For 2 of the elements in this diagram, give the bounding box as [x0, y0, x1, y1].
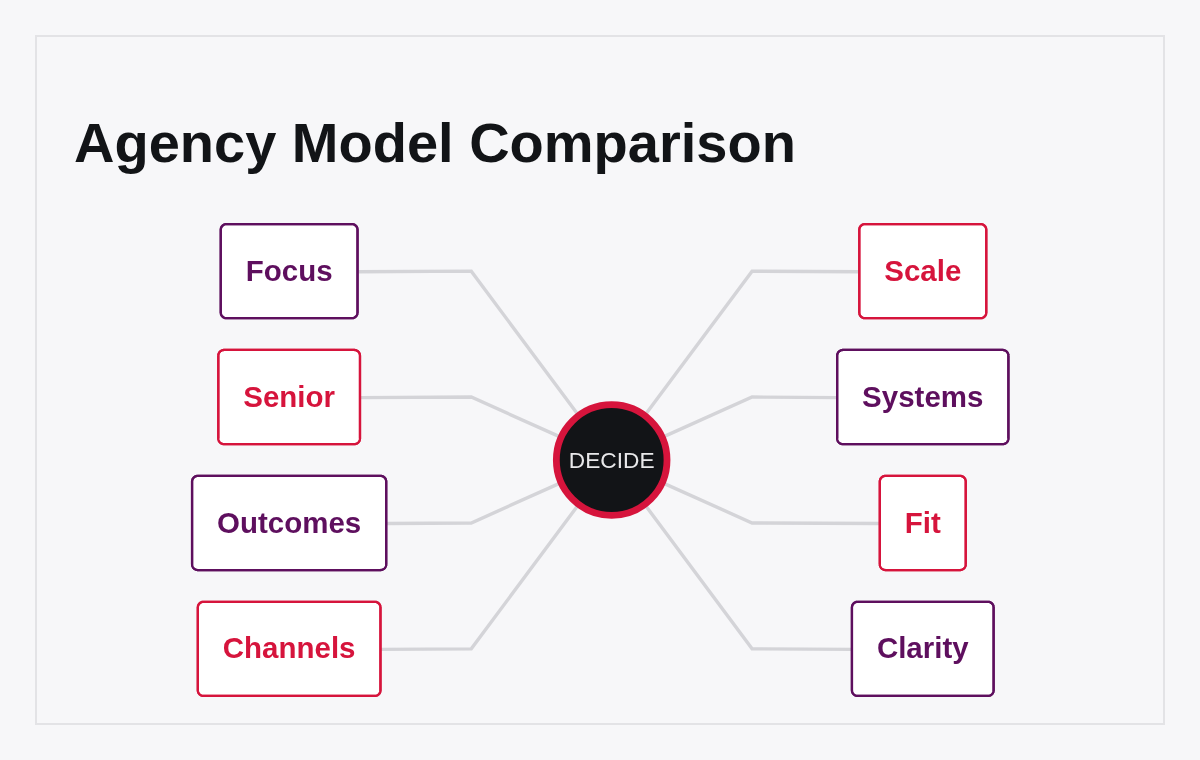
node-circle: DECIDE	[552, 401, 671, 519]
title: Agency Model Comparison	[74, 112, 796, 174]
